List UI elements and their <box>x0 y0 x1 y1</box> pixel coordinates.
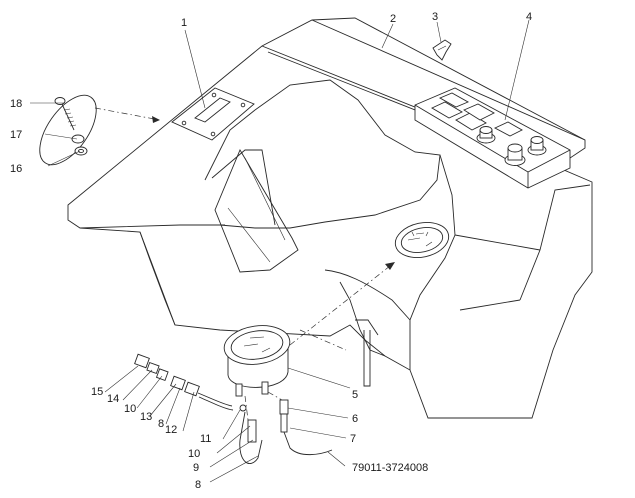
part-number: 79011-3724008 <box>352 462 428 474</box>
callout-10-lower: 10 <box>188 448 200 460</box>
callout-3: 3 <box>432 11 438 23</box>
switch-panel <box>414 87 571 189</box>
callout-12: 12 <box>165 424 177 436</box>
leader-lines <box>30 19 530 483</box>
callout-15: 15 <box>91 386 103 398</box>
callout-9: 9 <box>193 462 199 474</box>
callout-7: 7 <box>350 433 356 445</box>
callout-14: 14 <box>107 393 119 405</box>
callout-6: 6 <box>352 413 358 425</box>
callout-5: 5 <box>352 389 358 401</box>
clip-part <box>432 39 452 61</box>
callout-2: 2 <box>390 13 396 25</box>
callout-11: 11 <box>200 433 211 445</box>
console-gauge <box>394 221 450 259</box>
gauge-assembly <box>223 261 396 397</box>
callout-18: 18 <box>10 98 22 110</box>
callout-8-upper: 8 <box>158 418 164 430</box>
callout-17: 17 <box>10 129 22 141</box>
callout-4: 4 <box>526 11 532 23</box>
callout-10-upper: 10 <box>124 403 136 415</box>
cover-plate <box>171 87 255 141</box>
fastener-detail <box>39 94 161 166</box>
sensor-hose-assembly <box>134 353 333 464</box>
callout-16: 16 <box>10 163 22 175</box>
callout-8-lower: 8 <box>195 479 201 491</box>
callout-labels: 1 2 3 4 5 6 7 8 8 9 10 10 11 12 13 14 15… <box>10 11 532 491</box>
callout-13: 13 <box>140 411 152 423</box>
callout-1: 1 <box>181 17 187 29</box>
